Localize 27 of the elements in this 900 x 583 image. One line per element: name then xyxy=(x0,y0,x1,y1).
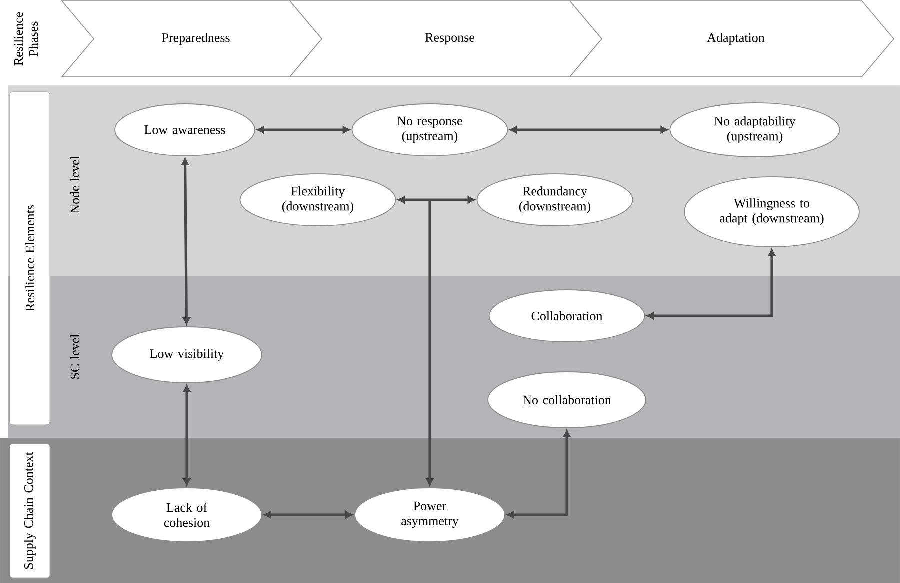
arrow xyxy=(183,385,191,486)
ellipse-node: No response (upstream) xyxy=(352,104,508,156)
ellipse-node: Lack of cohesion xyxy=(112,488,262,542)
ellipse-node: Power asymmetry xyxy=(354,488,506,542)
arrow xyxy=(647,249,776,320)
row-label: Node level xyxy=(70,156,80,214)
ellipse-node: Collaboration xyxy=(488,290,646,342)
ellipse-node: No collaboration xyxy=(488,372,646,428)
ellipse-node: Low visibility xyxy=(112,326,262,384)
arrow xyxy=(182,158,190,325)
row-label: SC level xyxy=(70,334,80,379)
row-label: Resilience Phases xyxy=(14,12,38,66)
ellipse-node: Flexibility (downstream) xyxy=(240,174,396,226)
ellipse-node: Willingness to adapt (downstream) xyxy=(684,176,860,248)
arrow xyxy=(510,126,668,134)
arrow xyxy=(264,511,353,519)
arrow xyxy=(257,126,350,134)
side-label-box: Supply Chain Context xyxy=(10,444,50,578)
arrow xyxy=(398,196,475,486)
side-label-box: Resilience Elements xyxy=(10,92,50,426)
ellipse-node: Low awareness xyxy=(114,104,256,156)
phase-band: Adaptation xyxy=(569,0,895,78)
ellipse-node: Redundancy (downstream) xyxy=(476,174,634,226)
arrow xyxy=(507,430,571,519)
phase-band: Preparedness xyxy=(61,0,323,78)
ellipse-node: No adaptability (upstream) xyxy=(670,102,840,158)
node-label: Adaptation xyxy=(707,33,765,45)
